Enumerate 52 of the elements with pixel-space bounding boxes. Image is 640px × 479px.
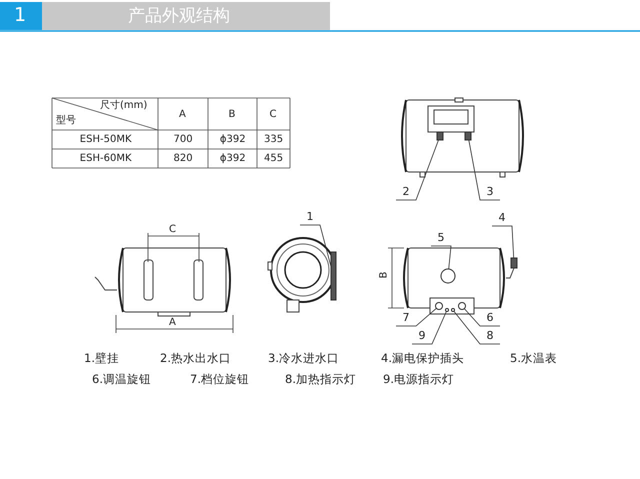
parts-list-item: 6.调温旋钮: [92, 374, 151, 386]
parts-list-item: 5.水温表: [510, 353, 557, 364]
leader-line: [396, 308, 437, 326]
table-header: B: [228, 110, 236, 120]
pipe-outlet: [436, 132, 444, 140]
parts-list-item: 2.热水出水口: [160, 353, 231, 364]
table-cell: ϕ392: [220, 135, 246, 145]
leader-line: [464, 308, 500, 326]
dimension-label: A: [169, 318, 176, 328]
callout-number: 7: [400, 312, 412, 323]
table-header: C: [270, 110, 276, 120]
wall-bracket: [330, 252, 336, 300]
table-cell: 455: [264, 154, 284, 164]
leader-line: [454, 310, 500, 344]
indicator-light: [445, 308, 449, 312]
leader-line: [430, 246, 452, 270]
leader-line: [468, 140, 500, 200]
table-header: 型号: [56, 116, 76, 126]
parts-list-item: 3.冷水进水口: [268, 353, 339, 364]
parts-list-item: 7.档位旋钮: [190, 374, 249, 386]
leader-line: [396, 140, 439, 200]
knob: [435, 302, 443, 310]
callout-number: 6: [484, 312, 496, 323]
callout-number: 8: [484, 330, 496, 341]
parts-list-item: 9.电源指示灯: [383, 374, 454, 386]
parts-list-item: 8.加热指示灯: [285, 374, 356, 386]
callout-number: 2: [400, 186, 412, 197]
table-header: 尺寸(mm): [100, 101, 148, 111]
leader-line: [412, 311, 447, 344]
parts-list-item: 1.壁挂: [84, 353, 119, 364]
indicator-light: [451, 308, 455, 312]
table-header: A: [179, 110, 186, 120]
callout-number: 5: [435, 232, 447, 243]
leader-line: [492, 226, 514, 258]
plug: [510, 258, 518, 268]
table-cell: 820: [174, 154, 193, 164]
table-cell: ϕ392: [220, 154, 246, 164]
callout-number: 9: [416, 330, 428, 341]
table-cell: 700: [174, 135, 193, 145]
table-cell: 335: [264, 135, 284, 145]
dimension-label: C: [169, 225, 176, 235]
pipe-outlet: [464, 132, 472, 140]
callout-number: 4: [496, 212, 508, 223]
table-cell: ESH-60MK: [80, 154, 132, 164]
leader-line: [300, 224, 332, 267]
parts-list-item: 4.漏电保护插头: [381, 353, 464, 364]
table-cell: ESH-50MK: [80, 135, 132, 145]
section-number: 1: [14, 6, 26, 25]
callout-number: 3: [484, 186, 496, 197]
dimension-label: B: [379, 272, 390, 278]
callout-number: 1: [304, 211, 316, 222]
gauge-dial: [440, 268, 456, 284]
